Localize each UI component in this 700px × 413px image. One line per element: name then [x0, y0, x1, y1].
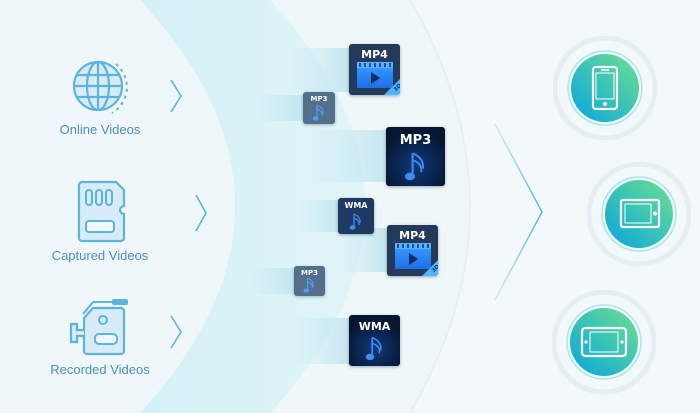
format-tile-mp3: MP3	[294, 266, 325, 296]
source-captured-videos: Captured Videos	[15, 178, 185, 263]
sd-card-icon	[77, 180, 126, 243]
format-tile-mp3: MP3	[303, 92, 335, 124]
3d-badge: 3D	[384, 79, 400, 95]
music-note-icon	[349, 213, 361, 230]
music-note-icon	[365, 336, 382, 360]
format-label: MP3	[301, 269, 318, 277]
film-play-icon	[357, 62, 393, 88]
format-tile-mp3: MP3	[386, 127, 445, 186]
source-label: Online Videos	[59, 122, 141, 137]
format-label: WMA	[344, 201, 368, 210]
format-tile-mp4: MP4 3D	[387, 225, 438, 276]
format-tile-wma: WMA	[349, 315, 400, 366]
svg-text:3D: 3D	[393, 83, 400, 93]
source-online-videos: Online Videos	[15, 54, 185, 137]
film-play-icon	[395, 243, 431, 269]
format-label: MP4	[399, 229, 426, 242]
device-handheld-console	[552, 290, 656, 394]
camcorder-icon	[69, 299, 128, 356]
3d-badge: 3D	[422, 260, 438, 276]
format-label: MP3	[399, 133, 432, 148]
chevron-right-icon	[170, 315, 182, 349]
large-chevron-right-icon	[494, 123, 543, 301]
outer-arc-line	[409, 0, 471, 413]
device-tablet	[587, 162, 691, 266]
source-label: Captured Videos	[51, 248, 149, 263]
music-note-icon	[312, 104, 324, 121]
svg-text:3D: 3D	[431, 264, 438, 274]
source-recorded-videos: Recorded Videos	[15, 296, 185, 377]
tablet-icon	[619, 198, 661, 229]
device-smartphone	[553, 36, 657, 140]
globe-icon	[72, 60, 128, 114]
chevron-right-icon	[170, 79, 182, 113]
game-console-icon	[580, 326, 628, 358]
format-tile-wma: WMA	[338, 198, 374, 234]
music-note-icon	[303, 277, 314, 293]
format-label: MP4	[361, 48, 388, 61]
format-tile-mp4: MP4 3D	[349, 44, 400, 95]
music-note-icon	[404, 152, 425, 181]
smartphone-icon	[591, 65, 619, 111]
chevron-right-icon	[195, 194, 207, 232]
format-label: WMA	[358, 320, 391, 333]
format-label: MP3	[310, 95, 328, 103]
source-label: Recorded Videos	[50, 362, 150, 377]
